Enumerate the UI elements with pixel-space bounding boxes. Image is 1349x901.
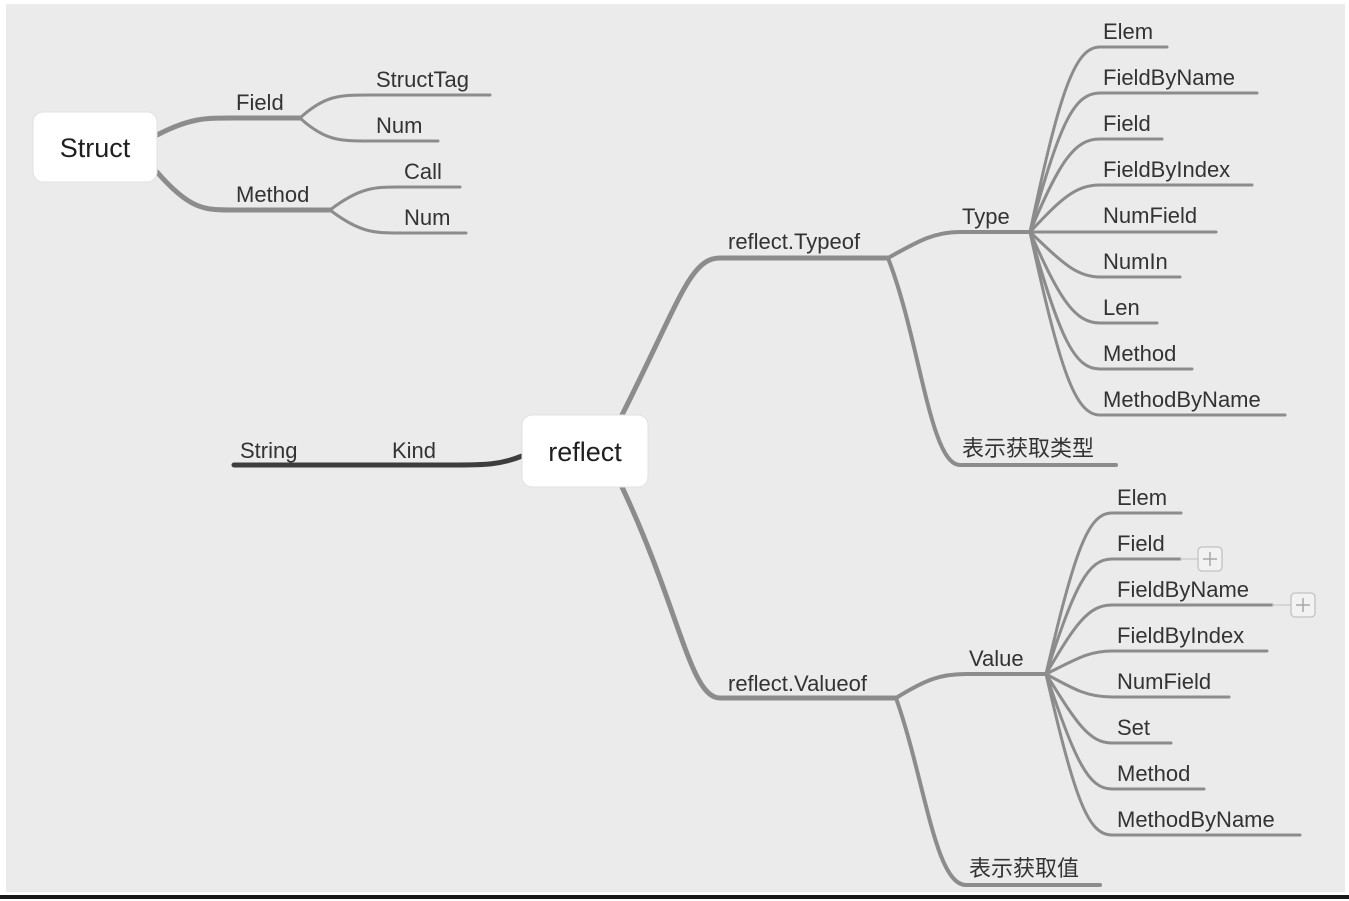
valueof-label[interactable]: reflect.Valueof [728, 671, 868, 696]
value-method-item[interactable]: NumField [1117, 669, 1211, 694]
struct-field-label[interactable]: Field [236, 90, 284, 115]
reflect-root-node[interactable]: reflect [521, 414, 649, 488]
type-method-item[interactable]: NumIn [1103, 249, 1168, 274]
type-method-item[interactable]: Elem [1103, 19, 1153, 44]
type-method-item[interactable]: Method [1103, 341, 1176, 366]
type-method-item[interactable]: Field [1103, 111, 1151, 136]
struct-method-child[interactable]: Num [404, 205, 450, 230]
value-method-item[interactable]: FieldByName [1117, 577, 1249, 602]
value-method-item[interactable]: Set [1117, 715, 1150, 740]
plus-square-icon[interactable] [1180, 546, 1223, 572]
typeof-branches [886, 45, 1287, 467]
struct-field-child[interactable]: Num [376, 113, 422, 138]
type-method-item[interactable]: FieldByName [1103, 65, 1235, 90]
value-method-item[interactable]: Method [1117, 761, 1190, 786]
value-method-item[interactable]: FieldByIndex [1117, 623, 1244, 648]
typeof-note[interactable]: 表示获取类型 [962, 436, 1094, 461]
kind-branch [231, 453, 525, 468]
type-method-item[interactable]: Len [1103, 295, 1140, 320]
valueof-branches [894, 511, 1302, 887]
struct-method-label[interactable]: Method [236, 182, 309, 207]
reflect-root-label: reflect [548, 437, 622, 467]
value-label[interactable]: Value [969, 646, 1024, 671]
type-method-item[interactable]: NumField [1103, 203, 1197, 228]
value-method-item[interactable]: Elem [1117, 485, 1167, 510]
type-method-item[interactable]: FieldByIndex [1103, 157, 1230, 182]
type-method-item[interactable]: MethodByName [1103, 387, 1261, 412]
struct-branches [154, 93, 492, 235]
string-label[interactable]: String [240, 438, 297, 463]
reflect-main-branches [619, 255, 899, 701]
struct-root-node[interactable]: Struct [32, 111, 158, 183]
struct-method-child[interactable]: Call [404, 159, 442, 184]
value-method-item[interactable]: MethodByName [1117, 807, 1275, 832]
kind-label[interactable]: Kind [392, 438, 436, 463]
plus-square-icon[interactable] [1272, 592, 1316, 618]
typeof-label[interactable]: reflect.Typeof [728, 229, 861, 254]
value-method-item[interactable]: Field [1117, 531, 1165, 556]
bottom-border [0, 895, 1349, 899]
valueof-note[interactable]: 表示获取值 [969, 856, 1079, 881]
struct-field-child[interactable]: StructTag [376, 67, 469, 92]
type-label[interactable]: Type [962, 204, 1010, 229]
struct-root-label: Struct [60, 133, 131, 163]
